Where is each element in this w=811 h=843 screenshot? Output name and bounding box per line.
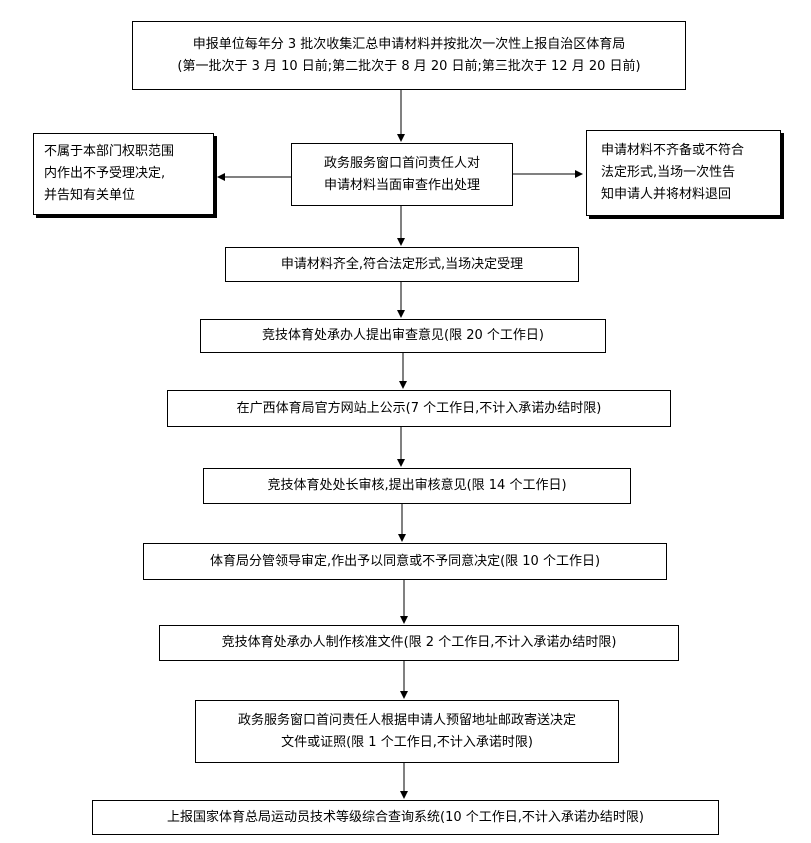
outcome-materials-returned-line3: 知申请人并将材料退回 bbox=[601, 187, 732, 202]
step-public-notice: 在广西体育局官方网站上公示(7 个工作日,不计入承诺办结时限) bbox=[167, 390, 671, 427]
step-window-review: 政务服务窗口首问责任人对 申请材料当面审查作出处理 bbox=[291, 143, 513, 206]
step-mail-decision-line1: 政务服务窗口首问责任人根据申请人预留地址邮政寄送决定 bbox=[237, 712, 576, 728]
step-accepted: 申请材料齐全,符合法定形式,当场决定受理 bbox=[225, 247, 579, 282]
step-public-notice-label: 在广西体育局官方网站上公示(7 个工作日,不计入承诺办结时限) bbox=[236, 400, 602, 416]
step-director-audit-label: 竞技体育处处长审核,提出审核意见(限 14 个工作日) bbox=[267, 478, 567, 493]
outcome-not-accepted-line1: 不属于本部门权职范围 bbox=[44, 144, 175, 159]
step-submit-batches-line2: (第一批次于 3 月 10 日前;第二批次于 8 月 20 日前;第三批次于 1… bbox=[177, 58, 641, 74]
outcome-materials-returned: 申请材料不齐备或不符合 法定形式,当场一次性告 知申请人并将材料退回 bbox=[586, 130, 781, 216]
step-mail-decision: 政务服务窗口首问责任人根据申请人预留地址邮政寄送决定 文件或证照(限 1 个工作… bbox=[195, 700, 619, 763]
outcome-not-accepted-line3: 并告知有关单位 bbox=[44, 188, 136, 203]
step-mail-decision-line2: 文件或证照(限 1 个工作日,不计入承诺时限) bbox=[281, 734, 533, 750]
step-review-opinion-label: 竞技体育处承办人提出审查意见(限 20 个工作日) bbox=[262, 328, 544, 343]
outcome-materials-returned-line1: 申请材料不齐备或不符合 bbox=[601, 143, 745, 158]
step-leader-decision: 体育局分管领导审定,作出予以同意或不予同意决定(限 10 个工作日) bbox=[143, 543, 667, 580]
step-window-review-line1: 政务服务窗口首问责任人对 bbox=[323, 155, 480, 171]
outcome-not-accepted-line2: 内作出不予受理决定, bbox=[44, 166, 166, 181]
step-report-national-system: 上报国家体育总局运动员技术等级综合查询系统(10 个工作日,不计入承诺办结时限) bbox=[92, 800, 719, 835]
step-leader-decision-label: 体育局分管领导审定,作出予以同意或不予同意决定(限 10 个工作日) bbox=[209, 553, 601, 569]
step-window-review-line2: 申请材料当面审查作出处理 bbox=[323, 177, 480, 193]
step-approval-document-label: 竞技体育处承办人制作核准文件(限 2 个工作日,不计入承诺办结时限) bbox=[221, 635, 617, 650]
step-review-opinion: 竞技体育处承办人提出审查意见(限 20 个工作日) bbox=[200, 319, 606, 353]
step-director-audit: 竞技体育处处长审核,提出审核意见(限 14 个工作日) bbox=[203, 468, 631, 504]
step-accepted-label: 申请材料齐全,符合法定形式,当场决定受理 bbox=[280, 256, 524, 272]
outcome-not-accepted: 不属于本部门权职范围 内作出不予受理决定, 并告知有关单位 bbox=[33, 133, 214, 215]
outcome-materials-returned-line2: 法定形式,当场一次性告 bbox=[601, 165, 736, 180]
step-submit-batches: 申报单位每年分 3 批次收集汇总申请材料并按批次一次性上报自治区体育局 (第一批… bbox=[132, 21, 686, 90]
step-submit-batches-line1: 申报单位每年分 3 批次收集汇总申请材料并按批次一次性上报自治区体育局 bbox=[192, 36, 626, 52]
step-approval-document: 竞技体育处承办人制作核准文件(限 2 个工作日,不计入承诺办结时限) bbox=[159, 625, 679, 661]
step-report-national-system-label: 上报国家体育总局运动员技术等级综合查询系统(10 个工作日,不计入承诺办结时限) bbox=[167, 809, 644, 825]
